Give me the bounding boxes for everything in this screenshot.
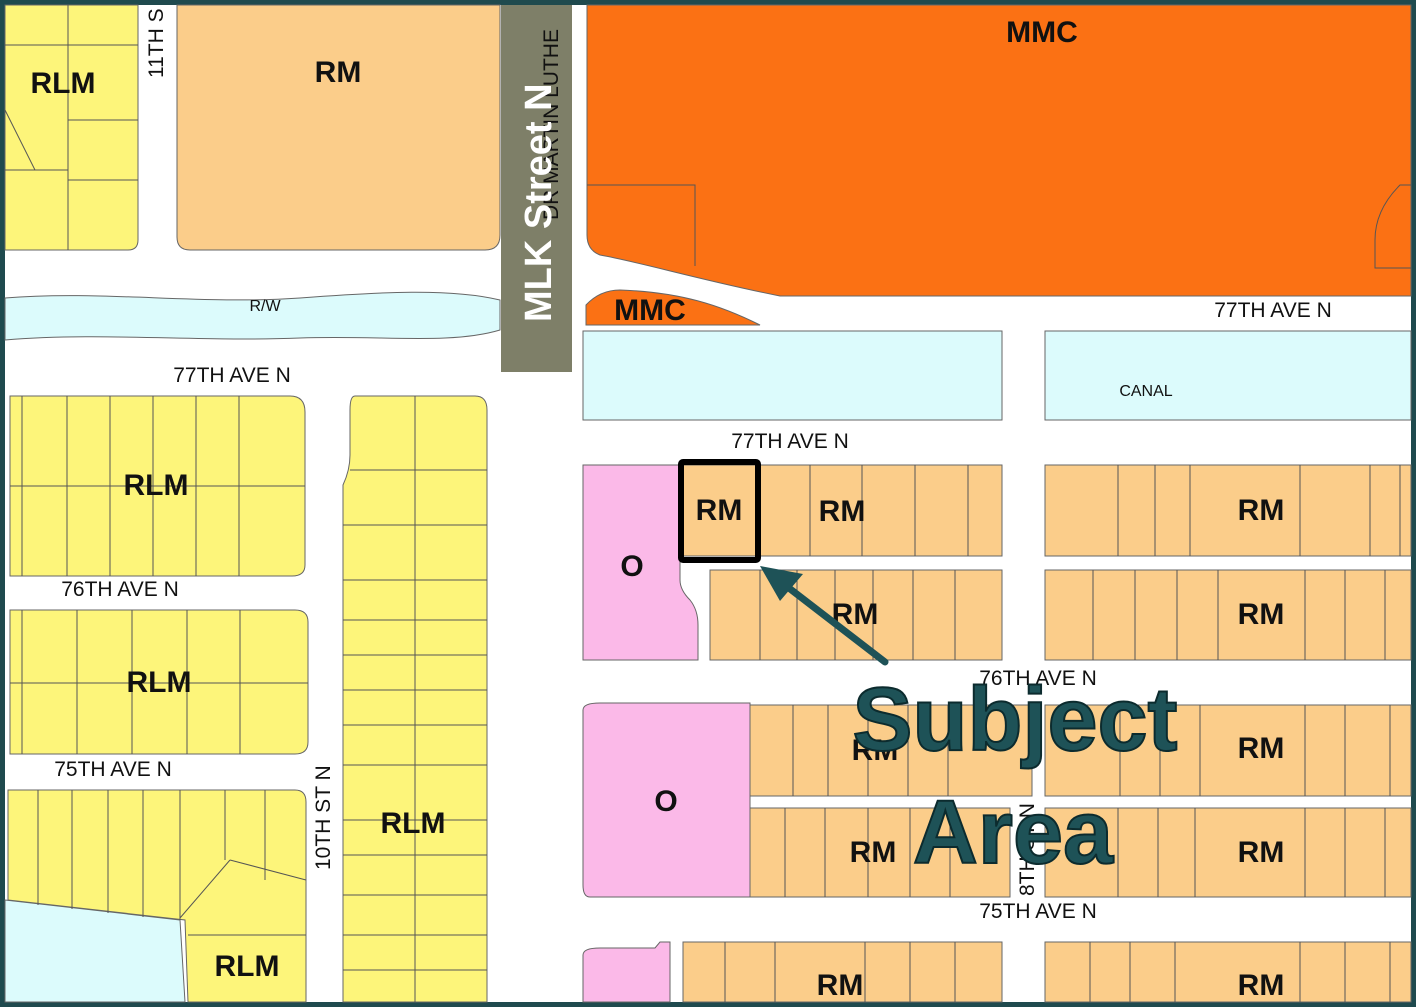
street-label-77th-right: 77TH AVE N (1214, 299, 1332, 322)
lots-block-a (10, 396, 305, 576)
rm-row4-right (1044, 807, 1412, 898)
lots-row2-middle (759, 570, 956, 660)
street-label-mlk-underlay: DR MARTIN LUTHE (540, 29, 563, 220)
lots-row3-middle (792, 705, 949, 796)
zone-label: RLM (31, 67, 96, 100)
subject-parcel-outline (678, 459, 761, 563)
lots-block-bottom (37, 790, 307, 936)
zone-label: RM (852, 734, 899, 767)
zone-label: RLM (381, 807, 446, 840)
zone-label: RM (1238, 598, 1285, 631)
zone-label: RM (850, 836, 897, 869)
street-label-75th-right: 75TH AVE N (979, 900, 1097, 923)
zone-label: RM (819, 495, 866, 528)
street-label-76th-left: 76TH AVE N (61, 578, 179, 601)
subject-area-title-line1: Subject (852, 670, 1177, 770)
street-label-rw: R/W (249, 298, 281, 315)
subject-arrow (760, 566, 889, 666)
zone-label: RM (1238, 836, 1285, 869)
canal-label: CANAL (1119, 383, 1172, 400)
rm-row5-right (1044, 941, 1412, 1003)
street-label-11th: 11TH S (145, 8, 168, 78)
lots-row4-middle (784, 808, 951, 897)
lots-top-left (4, 5, 138, 250)
subject-area-title-line2: Area (913, 783, 1114, 883)
lots-row5-middle (724, 942, 956, 1002)
rm-parcel-top (176, 4, 501, 251)
street-label-8th: 8TH ST N (1016, 803, 1039, 896)
street-label-75th-left: 75TH AVE N (54, 758, 172, 781)
rm-row1-middle (679, 464, 1003, 557)
lots-block-b (10, 610, 308, 754)
street-label-mlk: MLK Street N (518, 83, 560, 322)
lots-row3-right (1119, 705, 1391, 796)
rlm-block-bottom (7, 789, 307, 1003)
lots-column (343, 396, 487, 1002)
mlk-street-bar (501, 5, 572, 372)
office-parcel-upper (582, 464, 699, 661)
zone-label-subject: RM (696, 494, 743, 527)
zone-label: RM (817, 969, 864, 1002)
lots-row2-right (1092, 570, 1386, 660)
lots-row5-right (1089, 942, 1391, 1002)
zone-label: RLM (215, 950, 280, 983)
rlm-parcel-top-left (4, 4, 139, 251)
zone-label: RM (315, 56, 362, 89)
zone-label: RLM (124, 469, 189, 502)
rm-row3-middle (749, 704, 1033, 797)
mmc-lot-lines (587, 184, 1411, 269)
zone-label: RM (1238, 732, 1285, 765)
zone-label: O (620, 550, 643, 583)
lots-row1-right (1117, 465, 1401, 556)
rm-row5-middle (682, 941, 1003, 1003)
zone-label: MMC (1006, 16, 1078, 49)
rlm-block-b (9, 609, 309, 755)
office-parcel-bottom (582, 941, 671, 1003)
zone-label: RM (1238, 494, 1285, 527)
canal-water-right (1044, 330, 1412, 421)
rm-row3-right (1044, 704, 1412, 797)
rm-row1-right (1044, 464, 1412, 557)
street-label-10th: 10TH ST N (312, 765, 335, 870)
lots-row4-right (1117, 808, 1386, 897)
zone-label: RM (1238, 969, 1285, 1002)
zone-label: O (654, 785, 677, 818)
street-label-77th-mid: 77TH AVE N (731, 430, 849, 453)
street-label-77th-left: 77TH AVE N (173, 364, 291, 387)
rm-row4-middle (749, 807, 1011, 898)
zone-label: RLM (127, 666, 192, 699)
street-label-76th-right: 76TH AVE N (979, 667, 1097, 690)
rm-row2-right (1044, 569, 1412, 661)
rm-row2-middle (709, 569, 1003, 661)
mmc-parcel-small (585, 289, 761, 326)
canal-water-middle (582, 330, 1003, 421)
canal-water-left (4, 291, 501, 341)
zone-label: MMC (614, 294, 686, 327)
mmc-parcel-top (586, 4, 1412, 297)
